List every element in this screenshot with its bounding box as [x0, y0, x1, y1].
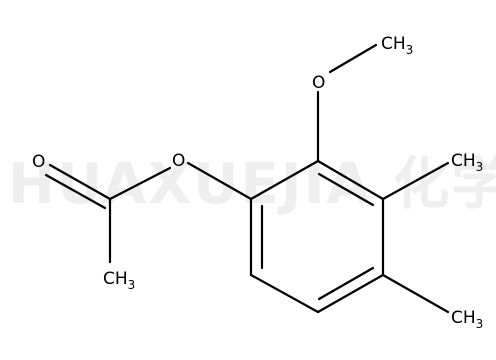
ring-bond-4 [249, 273, 320, 314]
ring-methyl-1-label: CH3 [451, 151, 483, 174]
methyl-bond-2 [381, 273, 450, 314]
acetyl-methyl-label: CH3 [103, 269, 135, 292]
ester-bond-ring [186, 161, 253, 201]
carbonyl-double-bond-b [44, 173, 107, 210]
ring-methyl-2-label: CH3 [451, 308, 483, 331]
methoxy-bond-methyl [328, 43, 378, 74]
ring-bond-6 [249, 159, 320, 201]
ring-bond-1 [316, 159, 385, 201]
carbonyl-oxygen-label: O [32, 152, 45, 172]
ring-bond-3-inner [317, 266, 375, 301]
ester-bond-carbonyl [108, 166, 172, 201]
ring-bond-3 [316, 273, 385, 314]
ring-bond-1-inner [317, 172, 375, 207]
methoxy-methyl-label: CH3 [381, 34, 413, 57]
methyl-bond-1 [381, 161, 450, 201]
ester-oxygen-label: O [172, 151, 185, 171]
carbonyl-double-bond-a [48, 163, 112, 201]
methoxy-oxygen-label: O [312, 73, 325, 93]
